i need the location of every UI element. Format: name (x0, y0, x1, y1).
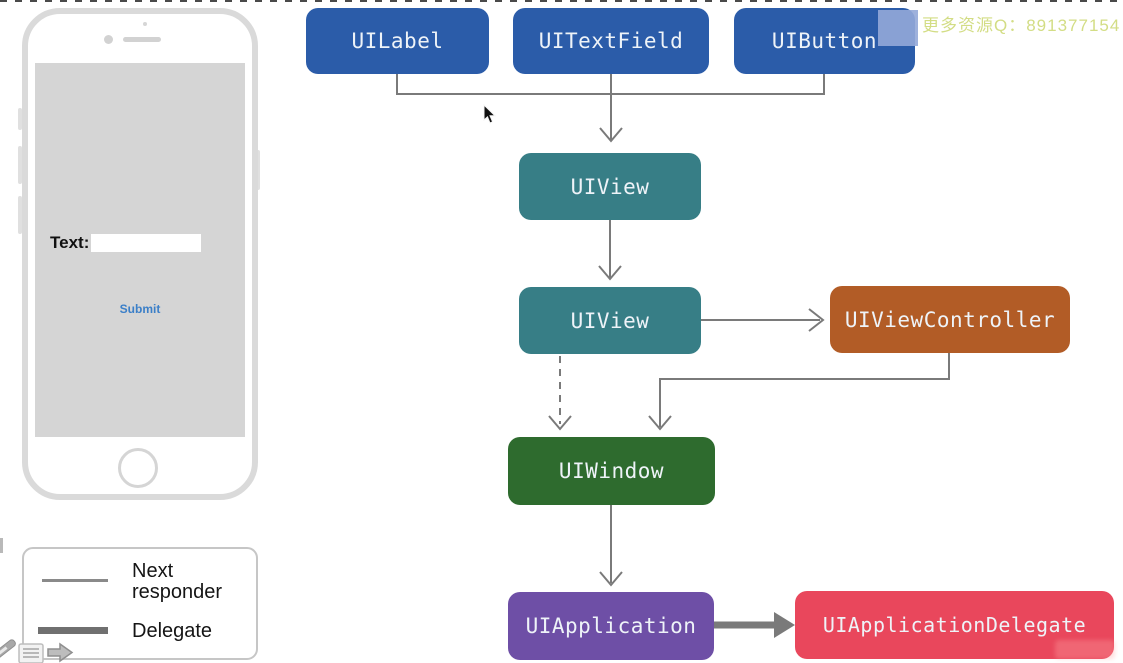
node-uiviewcontroller-label: UIViewController (844, 307, 1056, 332)
faint-watermark-artifact (1055, 640, 1115, 659)
node-uiview-1-label: UIView (570, 174, 650, 199)
notes-icon[interactable] (18, 643, 44, 663)
qq-watermark: 更多资源Q：891377154 (922, 16, 1121, 35)
arrowhead-uiwindow-dashed (548, 415, 572, 431)
node-uiwindow: UIWindow (508, 437, 715, 505)
phone-sensor-dot (143, 22, 147, 26)
phone-speaker (123, 37, 161, 42)
node-uitextfield-label: UITextField (538, 29, 684, 53)
node-uilabel-label: UILabel (351, 29, 444, 53)
node-uiview-2: UIView (519, 287, 701, 354)
phone-mute-switch (18, 108, 22, 130)
phone-camera-icon (104, 35, 113, 44)
edge-uiapplication-delegate (714, 612, 795, 638)
top-dashed-artifact (0, 0, 1123, 2)
node-uiapplicationdelegate: UIApplicationDelegate (795, 591, 1114, 659)
node-uiviewcontroller: UIViewController (830, 286, 1070, 353)
delegate-line-sample (38, 627, 108, 634)
selection-highlight-artifact (878, 10, 918, 46)
text-field-label: Text: (50, 233, 90, 252)
phone-volume-down-button (18, 196, 22, 234)
phone-power-button (256, 150, 260, 190)
iphone-mockup: Text: Submit (22, 8, 258, 500)
left-edge-artifact (0, 538, 3, 553)
text-input[interactable] (91, 234, 202, 252)
edge-uiviewcontroller-uiwindow (659, 353, 950, 427)
node-uiview-2-label: UIView (570, 308, 650, 333)
phone-volume-up-button (18, 146, 22, 184)
node-uitextfield: UITextField (513, 8, 709, 74)
node-uiwindow-label: UIWindow (558, 459, 665, 483)
annotation-toolbar (0, 639, 74, 663)
arrowhead-uiapplication (599, 571, 623, 587)
arrowhead-uiviewcontroller (808, 308, 825, 332)
arrowhead-delegate (774, 612, 795, 638)
node-uibutton-label: UIButton (771, 29, 878, 53)
node-uiview-1: UIView (519, 153, 701, 220)
legend-next-responder-label: Next responder (132, 560, 223, 603)
text-field-row: Text: (50, 233, 236, 253)
arrowhead-uiwindow-solid (648, 415, 672, 431)
next-responder-line-sample (42, 579, 108, 582)
next-slide-arrow-icon[interactable] (47, 642, 74, 663)
submit-button[interactable]: Submit (119, 302, 161, 316)
phone-home-button[interactable] (118, 448, 158, 488)
node-uilabel: UILabel (306, 8, 489, 74)
arrowhead-uiview2 (598, 265, 622, 281)
legend-delegate-label: Delegate (132, 620, 213, 642)
arrowhead-uiview1 (599, 127, 623, 143)
mouse-cursor (483, 104, 497, 124)
node-uiapplicationdelegate-label: UIApplicationDelegate (822, 613, 1087, 637)
pen-icon[interactable] (0, 639, 17, 661)
legend-box: Next responder Delegate (22, 547, 258, 660)
node-uiapplication: UIApplication (508, 592, 714, 660)
node-uiapplication-label: UIApplication (525, 614, 697, 638)
